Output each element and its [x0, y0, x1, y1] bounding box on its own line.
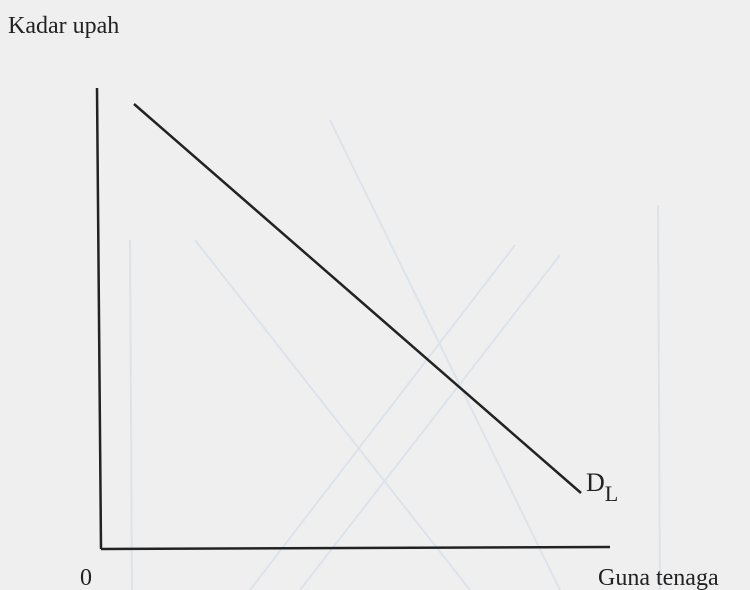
x-axis-label: Guna tenaga [598, 565, 719, 590]
origin-label: 0 [80, 565, 92, 590]
x-axis [100, 545, 611, 551]
demand-curve-label-main: D [586, 468, 605, 497]
y-axis [95, 87, 103, 550]
background-ghost-marks [129, 119, 661, 590]
demand-curve-label-subscript: L [604, 481, 619, 506]
y-axis-label: Kadar upah [8, 13, 120, 39]
demand-curve-label: DL [586, 468, 618, 505]
labor-demand-curve [133, 103, 582, 494]
